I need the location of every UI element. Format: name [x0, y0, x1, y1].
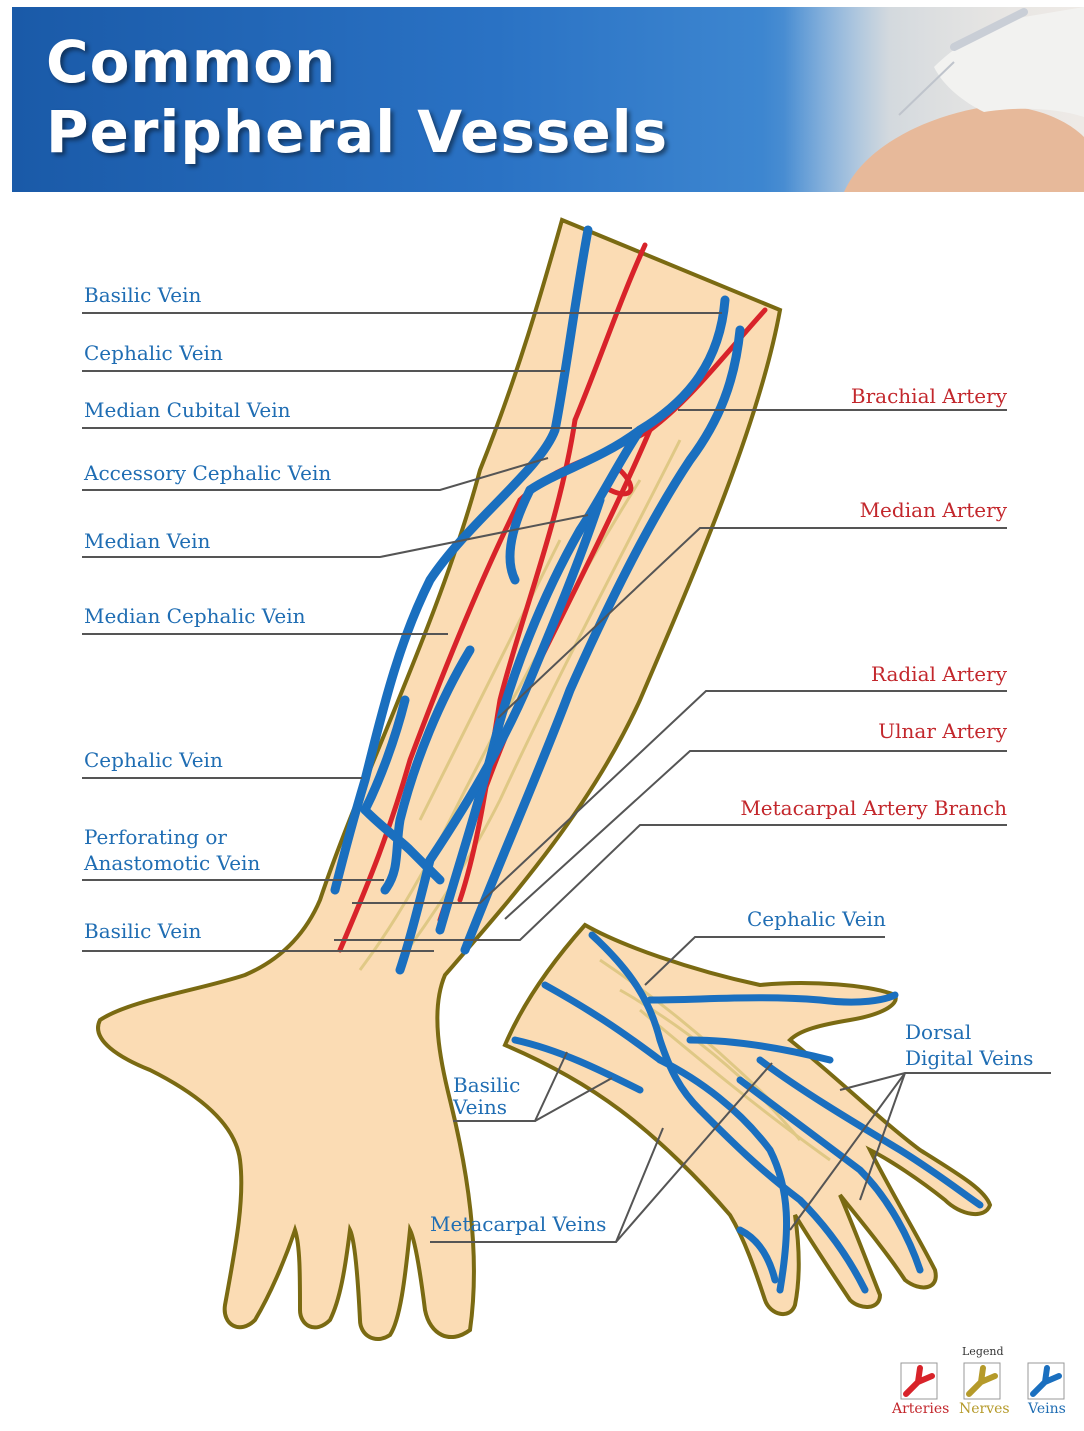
- label-median-cephalic-vein: Median Cephalic Vein: [84, 603, 306, 629]
- legend-veins-label: Veins: [1028, 1401, 1066, 1417]
- label-ulnar-artery: Ulnar Artery: [878, 718, 1007, 744]
- label-perforating-line-2: Anastomotic Vein: [84, 850, 260, 876]
- label-dorsal-line-2: Digital Veins: [905, 1045, 1033, 1071]
- label-cephalic-vein-top: Cephalic Vein: [84, 340, 223, 366]
- label-basilic-vein-wrist: Basilic Vein: [84, 918, 201, 944]
- label-perforating-line-1: Perforating or: [84, 824, 227, 850]
- legend-nerves-label: Nerves: [959, 1401, 1010, 1417]
- legend-title: Legend: [962, 1345, 1004, 1358]
- label-basilic-vein-top: Basilic Vein: [84, 282, 201, 308]
- legend-arteries-label: Arteries: [892, 1401, 949, 1417]
- label-radial-artery: Radial Artery: [871, 661, 1007, 687]
- veins-legend-icon: [1027, 1362, 1065, 1400]
- label-metacarpal-artery-branch: Metacarpal Artery Branch: [740, 795, 1007, 821]
- arteries-legend-icon: [900, 1362, 938, 1400]
- label-basilic-veins-line-2: Veins: [453, 1094, 507, 1120]
- label-median-cubital-vein: Median Cubital Vein: [84, 397, 291, 423]
- label-dorsal-line-1: Dorsal: [905, 1019, 971, 1045]
- label-metacarpal-veins: Metacarpal Veins: [430, 1211, 606, 1237]
- nerves-legend-icon: [963, 1362, 1001, 1400]
- label-median-artery: Median Artery: [860, 497, 1007, 523]
- label-cephalic-vein-forearm: Cephalic Vein: [84, 747, 223, 773]
- label-accessory-cephalic-vein: Accessory Cephalic Vein: [84, 460, 331, 486]
- label-brachial-artery: Brachial Artery: [851, 383, 1007, 409]
- label-cephalic-vein-hand: Cephalic Vein: [747, 906, 886, 932]
- label-median-vein: Median Vein: [84, 528, 210, 554]
